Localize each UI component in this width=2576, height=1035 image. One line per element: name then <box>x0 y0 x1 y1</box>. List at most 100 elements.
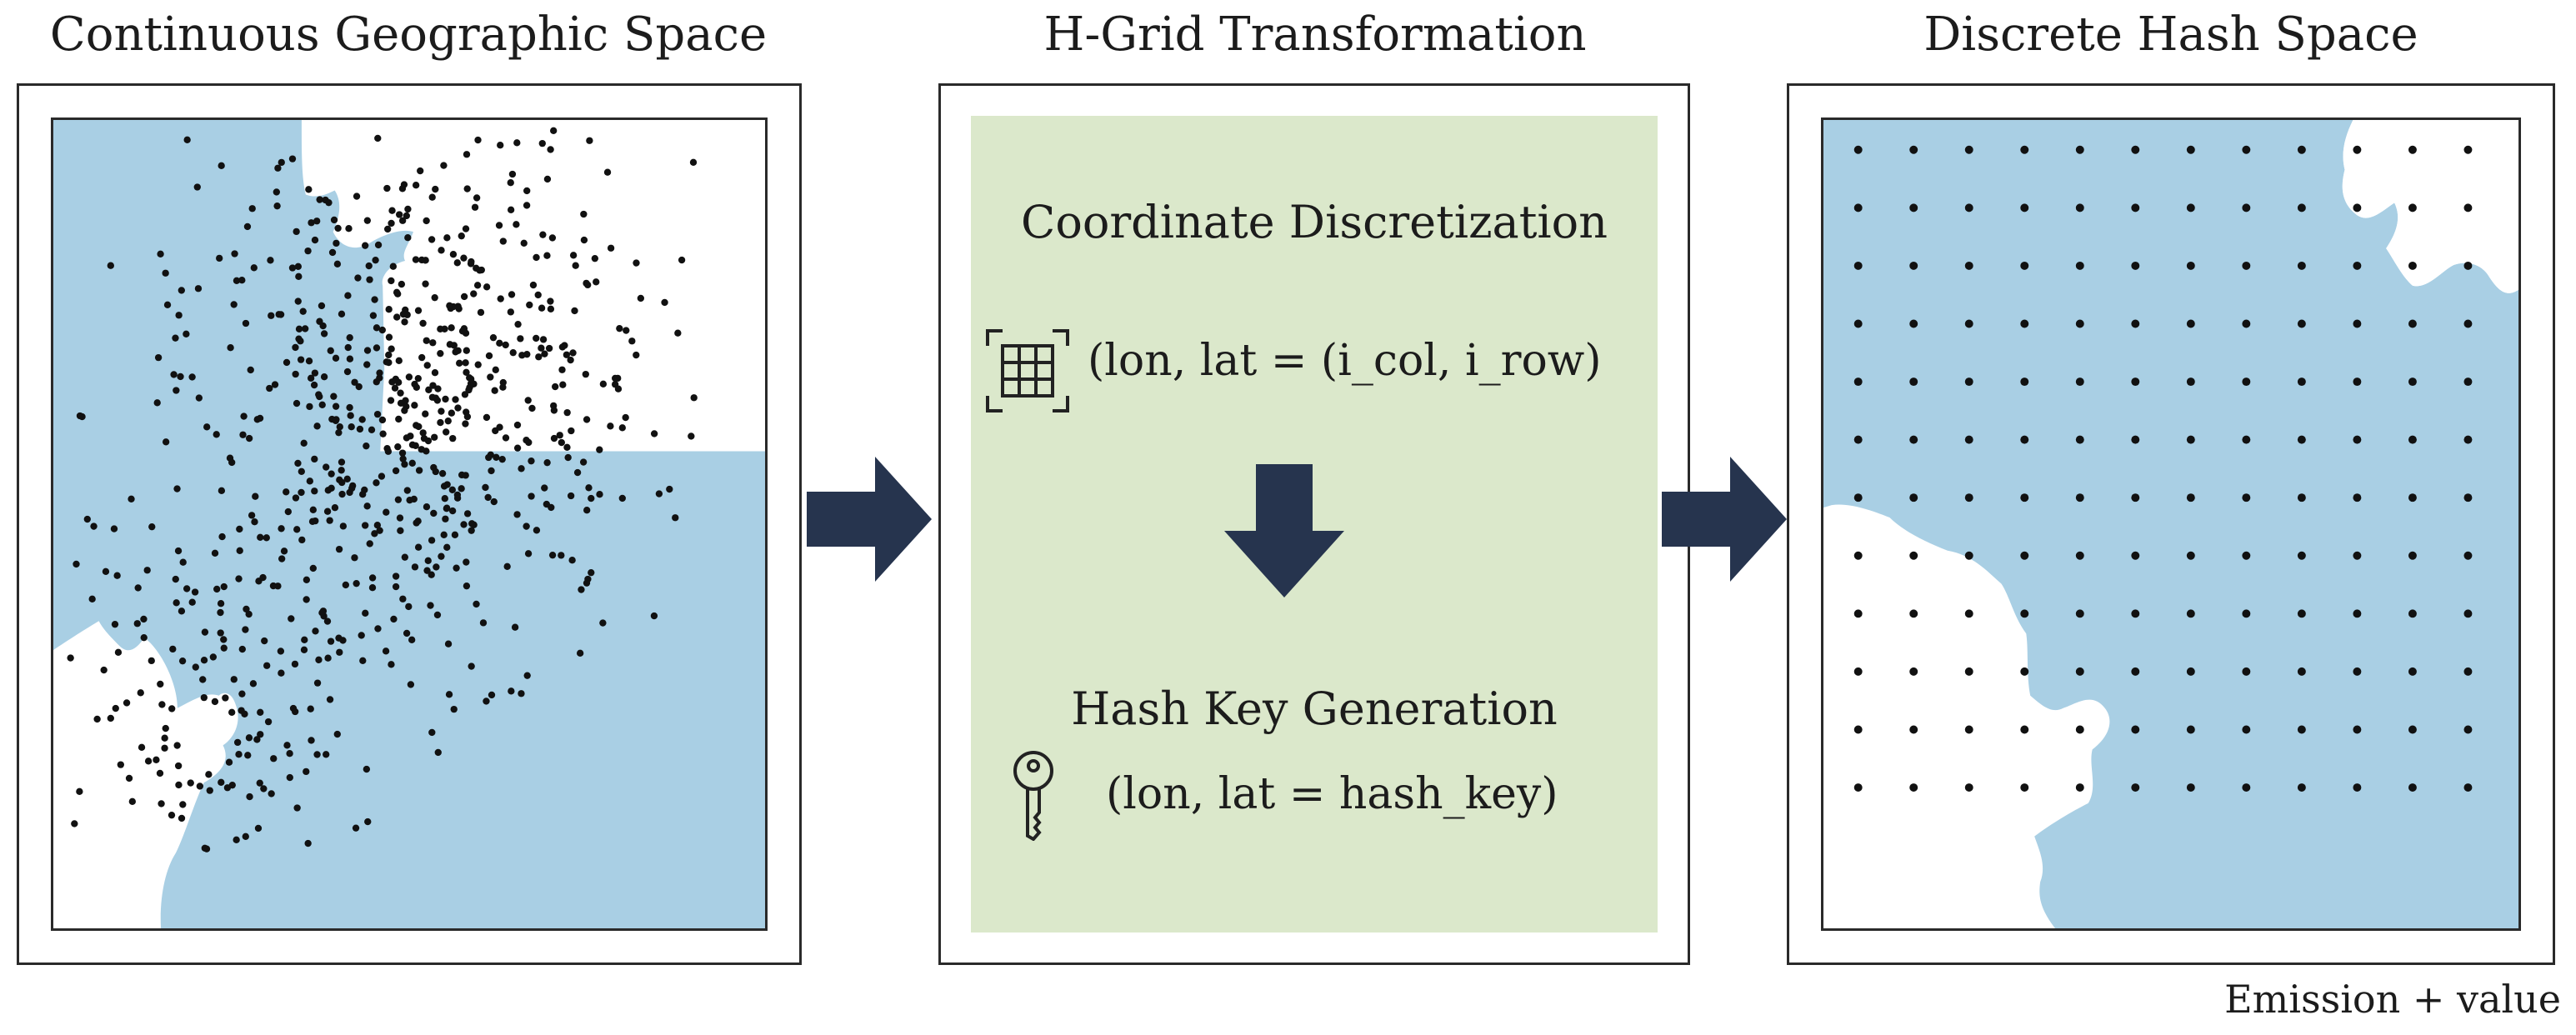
emission-point <box>495 222 503 229</box>
grid-point <box>2408 261 2417 270</box>
grid-point <box>2353 551 2362 560</box>
emission-point <box>157 680 164 688</box>
emission-point <box>454 404 462 412</box>
emission-point <box>513 444 522 452</box>
grid-point <box>2242 319 2251 328</box>
emission-point <box>113 572 121 579</box>
emission-point <box>431 369 439 377</box>
emission-point <box>431 294 438 302</box>
emission-point <box>242 319 250 328</box>
emission-point <box>547 146 554 153</box>
emission-point <box>346 355 354 362</box>
emission-point <box>362 242 369 249</box>
emission-point <box>438 247 445 254</box>
emission-point <box>172 575 179 583</box>
emission-point <box>138 743 146 752</box>
grid-point <box>1853 319 1863 328</box>
emission-point <box>373 324 381 332</box>
grid-point <box>2131 551 2140 560</box>
grid-point <box>2020 725 2029 734</box>
emission-point <box>411 563 419 571</box>
emission-point <box>269 582 278 590</box>
emission-point <box>374 134 382 142</box>
emission-point <box>580 236 588 244</box>
emission-point <box>388 277 395 285</box>
emission-point <box>541 350 548 358</box>
emission-point <box>583 416 591 423</box>
emission-point <box>488 691 496 699</box>
emission-point <box>405 602 413 611</box>
emission-point <box>230 676 238 683</box>
emission-point <box>422 280 429 288</box>
emission-point <box>304 839 312 848</box>
emission-point <box>156 769 164 778</box>
emission-point <box>442 395 449 403</box>
emission-point <box>244 752 252 759</box>
emission-point <box>338 310 346 318</box>
grid-point <box>1853 145 1863 154</box>
emission-point <box>263 534 270 542</box>
emission-point <box>401 318 408 326</box>
emission-point <box>429 339 437 347</box>
emission-point <box>193 183 201 191</box>
emission-point <box>428 236 436 243</box>
emission-point <box>256 414 264 422</box>
emission-point <box>511 623 519 631</box>
emission-point <box>405 373 413 381</box>
emission-point <box>399 310 408 318</box>
emission-point <box>295 325 303 333</box>
emission-point <box>428 571 435 578</box>
emission-point <box>327 347 334 354</box>
grid-point <box>2463 435 2473 444</box>
emission-point <box>419 429 427 437</box>
emission-point <box>140 633 148 642</box>
emission-point <box>514 321 522 328</box>
emission-point <box>326 517 333 524</box>
emission-point <box>444 640 453 648</box>
emission-point <box>347 412 354 419</box>
emission-point <box>173 485 181 492</box>
emission-point <box>268 312 275 319</box>
emission-point <box>307 374 315 382</box>
emission-point <box>569 349 577 357</box>
emission-point <box>593 278 600 286</box>
emission-point <box>305 358 313 365</box>
grid-point <box>1964 725 1973 734</box>
emission-point <box>346 334 353 342</box>
grid-icon <box>986 329 1069 412</box>
grid-point <box>2242 435 2251 444</box>
emission-point <box>393 288 401 296</box>
grid-point <box>2408 493 2417 502</box>
emission-point <box>438 470 447 478</box>
emission-point <box>408 459 416 468</box>
emission-point <box>550 127 558 134</box>
emission-point <box>308 737 315 744</box>
emission-point <box>474 136 482 144</box>
emission-point <box>507 206 515 214</box>
emission-point <box>637 294 645 302</box>
panel-title-continuous: Continuous Geographic Space <box>49 8 768 62</box>
emission-point <box>446 302 453 309</box>
emission-point <box>607 244 615 252</box>
grid-point <box>1909 783 1918 792</box>
emission-point <box>295 272 303 281</box>
emission-point <box>183 330 190 338</box>
emission-point <box>528 457 535 465</box>
emission-point <box>363 347 372 354</box>
grid-point <box>2075 378 2084 387</box>
emission-point <box>523 350 531 358</box>
grid-point <box>2353 378 2362 387</box>
emission-point <box>614 374 622 382</box>
emission-point <box>218 487 226 495</box>
emission-point <box>497 142 504 149</box>
grid-point <box>1964 261 1973 270</box>
grid-point <box>1909 319 1918 328</box>
grid-point <box>2131 609 2140 618</box>
emission-point <box>128 495 135 502</box>
emission-point <box>567 356 574 364</box>
emission-point <box>388 207 396 214</box>
emission-point <box>201 628 209 636</box>
emission-point <box>235 751 243 758</box>
grid-point <box>2353 725 2362 734</box>
emission-point <box>579 458 588 466</box>
